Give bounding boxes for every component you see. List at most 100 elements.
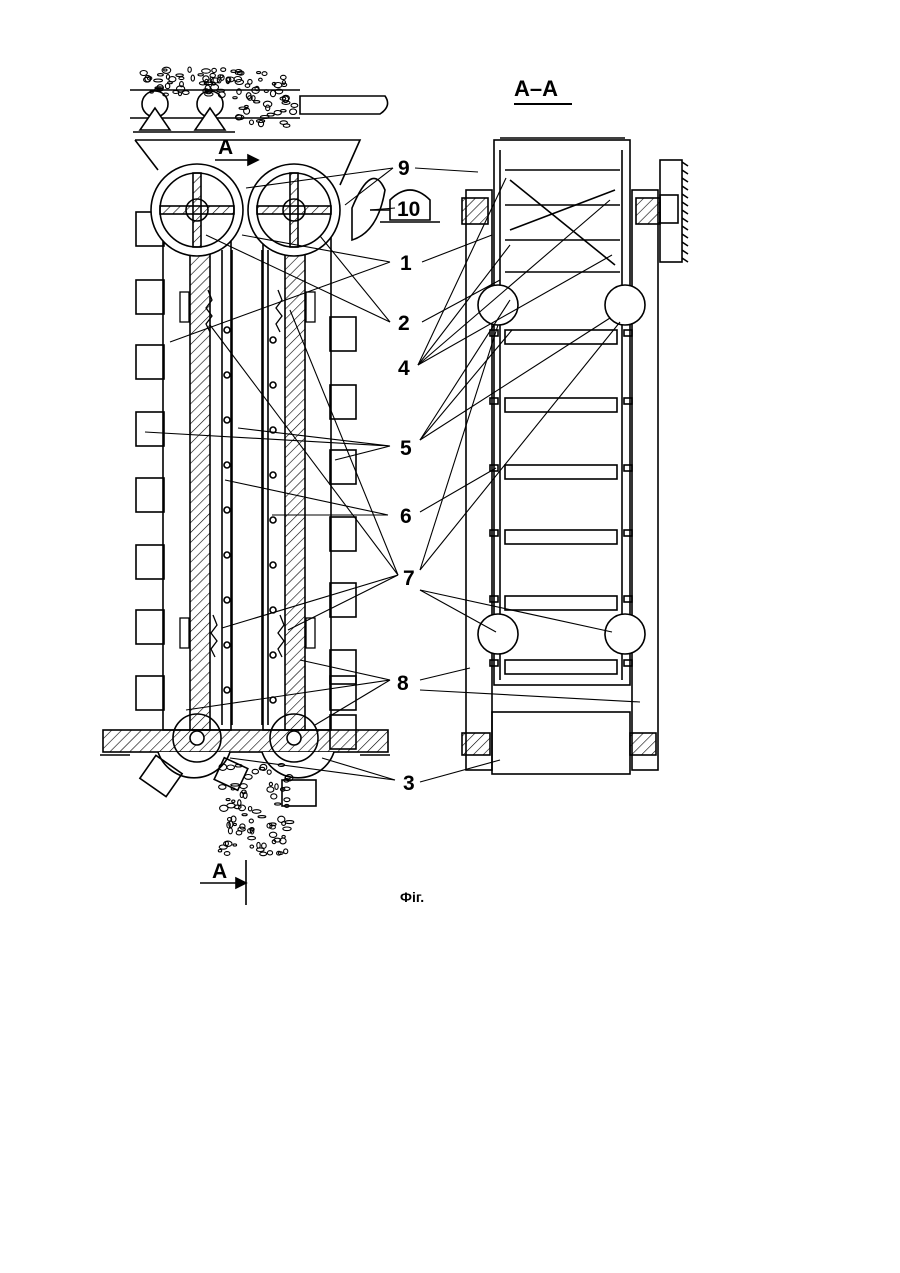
frame-block: [136, 676, 164, 710]
section-mark-bottom: A: [212, 860, 227, 883]
material-particle: [244, 775, 252, 780]
material-particle: [259, 78, 263, 81]
material-particle: [188, 67, 191, 72]
section-bucket: [505, 330, 617, 344]
material-particle: [218, 850, 221, 852]
material-particle: [260, 852, 267, 856]
section-bucket: [505, 398, 617, 412]
material-particle: [248, 836, 256, 839]
material-particle: [257, 842, 260, 848]
belt-hole: [224, 327, 230, 333]
material-particle: [282, 835, 285, 838]
material-particle: [198, 74, 203, 76]
belt-hole: [270, 517, 276, 523]
frame-block: [136, 478, 164, 512]
material-particle: [252, 810, 261, 814]
frame-block: [136, 545, 164, 579]
material-particle: [275, 803, 281, 805]
belt-hole: [224, 597, 230, 603]
callout-4: 4: [398, 357, 410, 380]
material-particle: [290, 109, 297, 115]
belt-hole: [270, 472, 276, 478]
material-particle: [165, 84, 169, 89]
material-particle: [270, 91, 275, 97]
material-particle: [248, 79, 252, 84]
material-particle: [275, 784, 278, 790]
material-particle: [266, 105, 270, 111]
material-particle: [233, 97, 237, 99]
material-particle: [225, 842, 228, 846]
discharged-material: [218, 764, 294, 856]
section-wheel-bottom-left: [478, 614, 518, 654]
material-particle: [284, 798, 290, 802]
material-particle: [179, 77, 184, 80]
figure-caption: Фіг.: [400, 889, 424, 905]
belt-hole: [270, 652, 276, 658]
right-belt: [285, 240, 305, 730]
material-particle: [233, 844, 237, 846]
material-particle: [231, 784, 240, 786]
top-pulley-right: [248, 164, 340, 256]
material-particle: [240, 824, 245, 829]
material-particle: [240, 784, 248, 789]
left-belt: [190, 240, 210, 730]
frame-block: [330, 317, 356, 351]
frame-block: [136, 610, 164, 644]
material-particle: [179, 92, 182, 96]
material-particle: [158, 74, 164, 76]
section-bucket: [505, 660, 617, 674]
material-particle: [191, 75, 194, 81]
material-particle: [254, 101, 260, 103]
material-particle: [257, 848, 265, 852]
belt-hole: [224, 642, 230, 648]
material-particle: [224, 852, 230, 856]
base-plate: [103, 730, 388, 752]
material-particle: [261, 116, 269, 119]
material-particle: [291, 103, 298, 107]
section-wheel-top-right: [605, 285, 645, 325]
belt-hole: [224, 417, 230, 423]
material-particle: [176, 74, 183, 77]
callout-9: 9: [398, 157, 410, 180]
material-particle: [258, 816, 266, 818]
gear-tooth: [682, 242, 688, 246]
material-particle: [203, 76, 209, 82]
gear-tooth: [682, 226, 688, 230]
leader-lines: [145, 168, 640, 782]
material-particle: [221, 68, 226, 72]
material-particle: [228, 828, 232, 834]
gear-tooth: [682, 250, 688, 254]
material-particle: [164, 69, 167, 71]
callout-7: 7: [403, 567, 415, 590]
material-particle: [264, 90, 268, 93]
belt-hole: [224, 462, 230, 468]
section-mark-top: A: [218, 136, 233, 159]
frame-block: [136, 412, 164, 446]
callout-3: 3: [403, 772, 415, 795]
section-bucket: [505, 596, 617, 610]
frame-blocks: [136, 212, 356, 749]
material-particle: [233, 823, 236, 825]
material-particle: [271, 794, 277, 799]
belt-hole: [270, 337, 276, 343]
material-particle: [258, 121, 263, 127]
gear-tooth: [682, 194, 688, 198]
material-particle: [267, 787, 274, 792]
material-particle: [154, 79, 163, 82]
callout-10: 10: [397, 198, 420, 221]
material-particle: [248, 807, 251, 811]
section-view: [462, 104, 688, 774]
frame-block: [330, 583, 356, 617]
gear-tooth: [682, 210, 688, 214]
section-right-post: [632, 190, 658, 770]
separator-plates: [505, 170, 620, 272]
material-particle: [280, 121, 287, 125]
material-particle: [257, 72, 261, 74]
material-particle: [227, 765, 235, 770]
frame-block: [330, 517, 356, 551]
material-particle: [166, 75, 169, 80]
callout-2: 2: [398, 312, 410, 335]
material-particle: [283, 827, 291, 831]
material-particle: [285, 821, 294, 824]
